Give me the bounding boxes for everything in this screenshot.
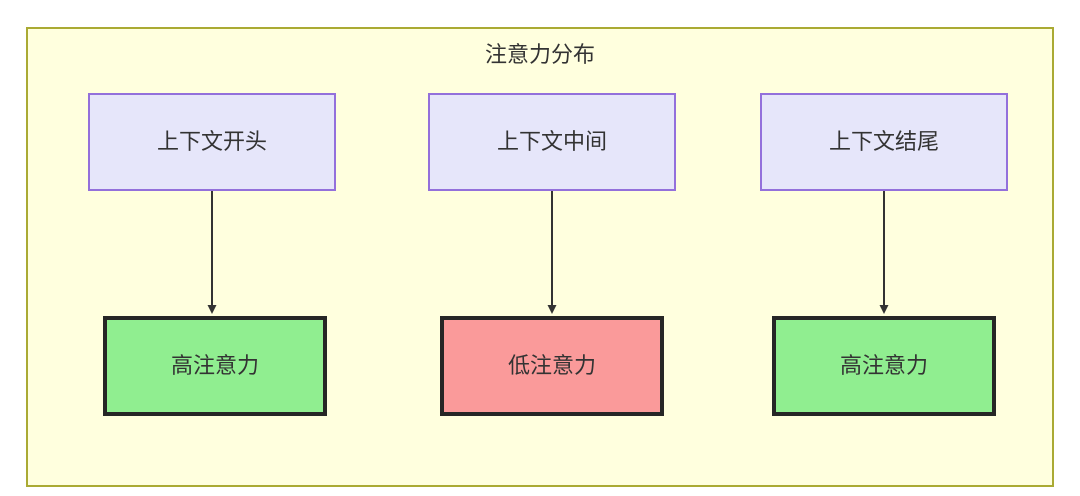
node-label: 低注意力 xyxy=(507,352,596,378)
node-context-middle[interactable]: 上下文中间 xyxy=(428,93,676,191)
node-label: 上下文结尾 xyxy=(828,128,939,154)
cluster-title: 注意力分布 xyxy=(484,42,595,67)
node-attention-end[interactable]: 高注意力 xyxy=(772,316,996,416)
node-context-start[interactable]: 上下文开头 xyxy=(88,93,336,191)
node-label: 上下文开头 xyxy=(156,128,267,154)
node-attention-start[interactable]: 高注意力 xyxy=(103,316,327,416)
node-attention-middle[interactable]: 低注意力 xyxy=(440,316,664,416)
node-context-end[interactable]: 上下文结尾 xyxy=(760,93,1008,191)
node-label: 高注意力 xyxy=(170,352,259,378)
node-label: 高注意力 xyxy=(839,352,928,378)
node-label: 上下文中间 xyxy=(496,128,607,154)
